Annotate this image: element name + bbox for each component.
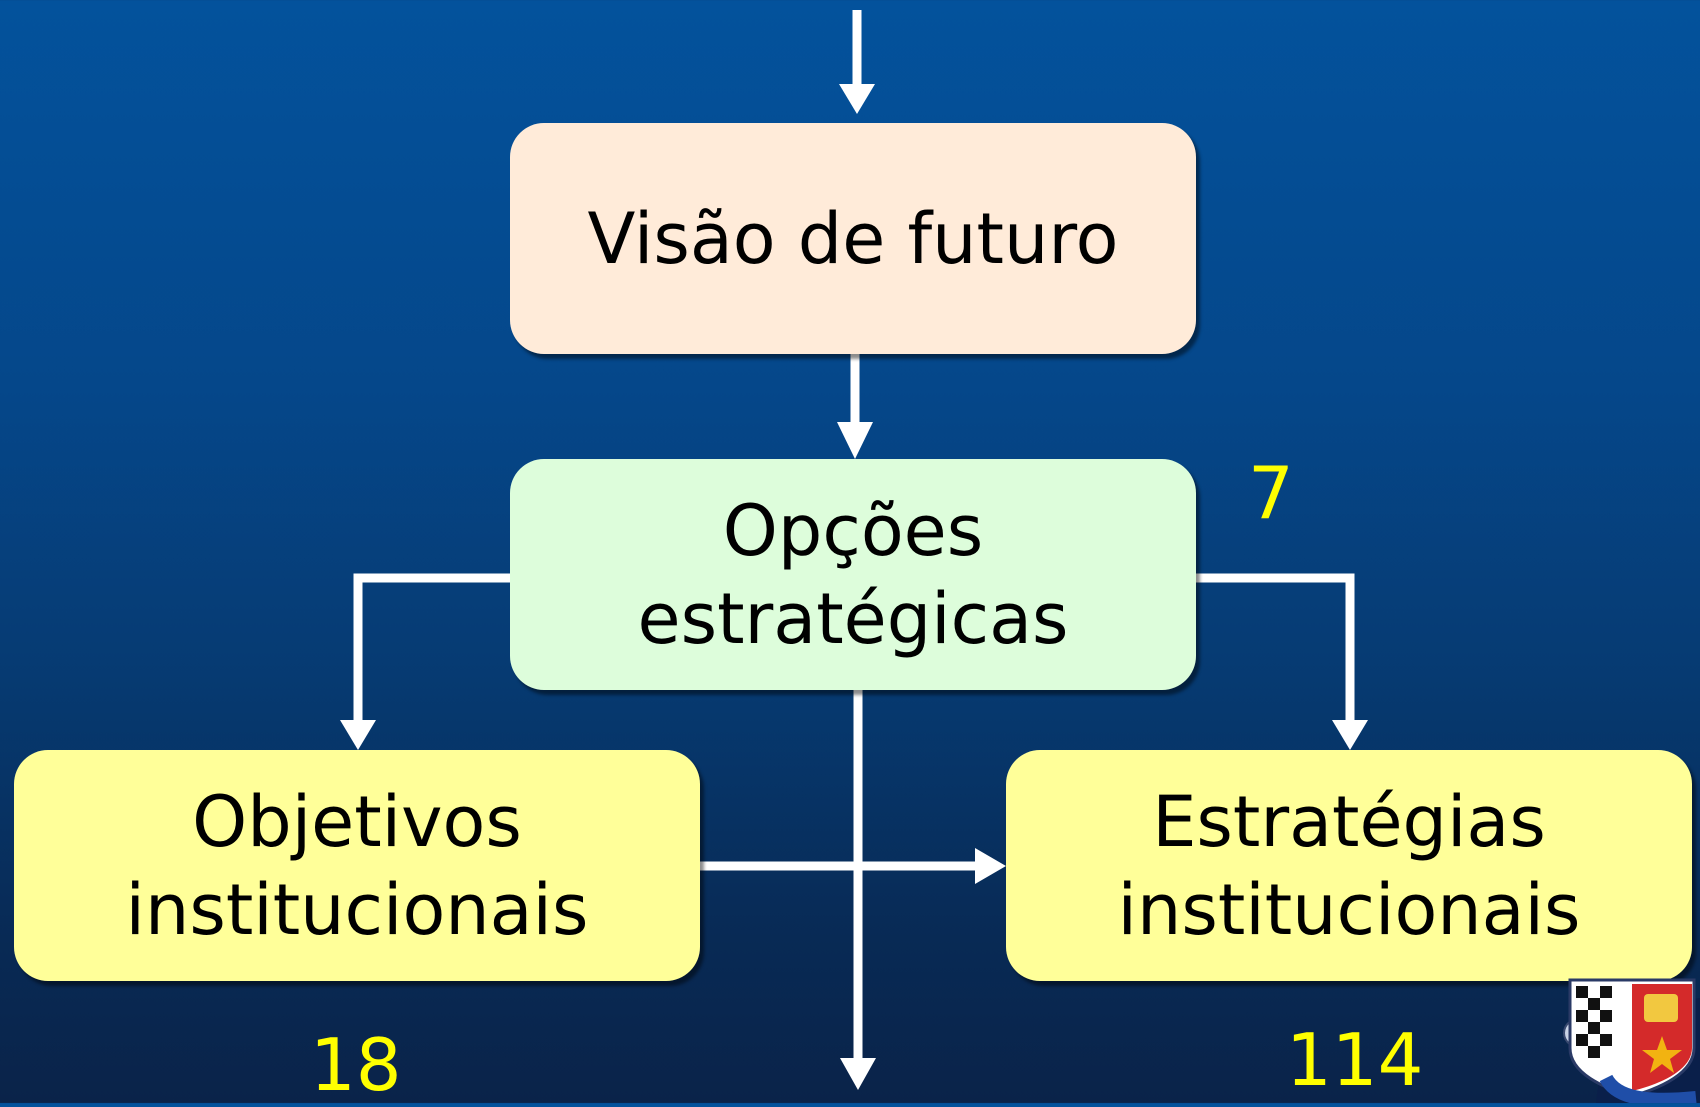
- node-institutional-strategies: Estratégias institucionais: [1006, 750, 1692, 981]
- arrow-options-to-objectives: [353, 573, 510, 726]
- arrowhead-vision-to-options: [837, 422, 873, 459]
- node-vision: Visão de futuro: [510, 123, 1196, 354]
- node-institutional-objectives-label: Objetivos institucionais: [126, 778, 589, 954]
- node-strategic-options-label: Opções estratégicas: [638, 487, 1069, 663]
- arrow-options-to-strategies: [1196, 573, 1355, 726]
- arrowhead-options-to-strategies: [1332, 720, 1368, 750]
- node-strategic-options: Opções estratégicas: [510, 459, 1196, 690]
- logo-shield-checkers: [1576, 986, 1612, 1058]
- institutional-objectives-count: 18: [310, 1023, 402, 1107]
- logo-motto-ribbon: [1599, 1074, 1697, 1103]
- node-institutional-objectives: Objetivos institucionais: [14, 750, 700, 981]
- strategic-options-count: 7: [1248, 451, 1294, 535]
- node-vision-label: Visão de futuro: [587, 197, 1119, 280]
- arrowhead-options-to-objectives: [340, 720, 376, 750]
- arrowhead-into-vision: [839, 84, 875, 114]
- logo-emblem: [1644, 994, 1678, 1022]
- logo-star-icon: [1642, 1036, 1682, 1073]
- node-strategic-options-line1: Opções: [722, 489, 984, 572]
- node-institutional-strategies-label: Estratégias institucionais: [1118, 778, 1581, 954]
- node-institutional-strategies-line1: Estratégias: [1152, 780, 1546, 863]
- node-institutional-objectives-line1: Objetivos: [192, 780, 522, 863]
- arrowhead-objectives-to-strategies: [975, 848, 1006, 884]
- node-institutional-strategies-line2: institucionais: [1117, 868, 1581, 951]
- university-coat-of-arms-icon: [1563, 978, 1700, 1103]
- arrowhead-options-to-bottom: [840, 1058, 876, 1090]
- node-strategic-options-line2: estratégicas: [637, 577, 1069, 660]
- node-institutional-objectives-line2: institucionais: [125, 868, 589, 951]
- institutional-strategies-count: 114: [1286, 1018, 1424, 1102]
